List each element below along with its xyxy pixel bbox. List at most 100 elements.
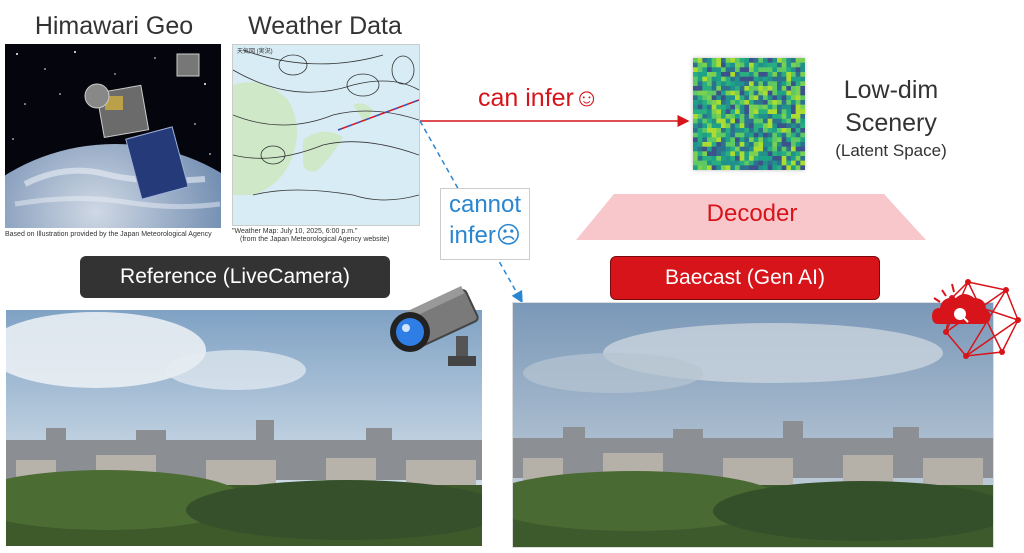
heatmap-cell [716,156,722,161]
heatmap-cell [786,123,792,129]
heatmap-cell [716,58,722,63]
heatmap-cell [763,165,768,170]
heatmap-cell [800,151,805,157]
heatmap-cell [772,151,778,157]
heatmap-cell [795,81,801,87]
heatmap-cell [786,142,792,147]
heatmap-cell [744,132,750,138]
heatmap-cell [753,128,759,133]
heatmap-cell [795,104,801,110]
heatmap-cell [758,118,764,124]
heatmap-cell [707,72,712,77]
heatmap-cell [702,128,708,133]
heatmap-cell [767,118,773,124]
heatmap-cell [730,118,736,124]
heatmap-cell [725,109,731,115]
heatmap-cell [702,81,708,87]
heatmap-cell [786,76,792,82]
heatmap-cell [735,123,740,129]
heatmap-cell [767,123,773,129]
heatmap-cell [749,109,754,115]
heatmap-cell [767,62,773,68]
heatmap-cell [781,100,787,105]
heatmap-cell [711,160,717,166]
heatmap-cell [791,160,796,166]
heatmap-cell [744,95,750,101]
heatmap-cell [711,156,717,161]
heatmap-cell [749,132,754,138]
weather-map: 天気図 (実況) [232,44,420,226]
heatmap-cell [702,132,708,138]
heatmap-cell [758,72,764,77]
heatmap-cell [772,90,778,96]
heatmap-cell [716,95,722,101]
heatmap-cell [721,132,726,138]
heatmap-cell [725,132,731,138]
heatmap-cell [800,160,805,166]
heatmap-cell [739,128,745,133]
heatmap-cell [772,142,778,147]
heatmap-cell [744,114,750,119]
heatmap-cell [716,104,722,110]
heatmap-cell [786,72,792,77]
heatmap-cell [721,123,726,129]
heatmap-cell [739,165,745,170]
heatmap-cell [781,86,787,91]
heatmap-cell [795,128,801,133]
heatmap-cell [730,72,736,77]
heatmap-cell [716,118,722,124]
cannot-infer-line1: cannot [448,191,522,218]
heatmap-cell [795,156,801,161]
heatmap-cell [786,165,792,170]
heatmap-cell [725,151,731,157]
weather-map-header: 天気図 (実況) [237,47,273,55]
heatmap-cell [725,160,731,166]
heatmap-cell [730,156,736,161]
heatmap-cell [758,104,764,110]
heatmap-cell [763,114,768,119]
heatmap-cell [772,109,778,115]
heatmap-cell [749,114,754,119]
heatmap-cell [693,90,698,96]
heatmap-cell [721,142,726,147]
heatmap-cell [721,100,726,105]
heatmap-cell [707,118,712,124]
heatmap-cell [693,146,698,152]
heatmap-cell [697,128,703,133]
heatmap-cell [711,165,717,170]
heatmap-cell [791,100,796,105]
heatmap-cell [791,137,796,143]
baecast-photo [512,302,994,548]
heatmap-cell [749,86,754,91]
heatmap-cell [725,62,731,68]
heatmap-cell [707,90,712,96]
heatmap-cell [749,142,754,147]
heatmap-cell [735,146,740,152]
heatmap-cell [739,72,745,77]
heatmap-cell [777,109,782,115]
heatmap-cell [707,137,712,143]
heatmap-cell [758,165,764,170]
heatmap-cell [744,128,750,133]
heatmap-cell [777,90,782,96]
heatmap-cell [702,58,708,63]
heatmap-cell [702,100,708,105]
heatmap-cell [693,118,698,124]
heatmap-cell [763,137,768,143]
heatmap-cell [786,118,792,124]
heatmap-cell [716,132,722,138]
heatmap-cell [777,86,782,91]
heatmap-cell [697,142,703,147]
heatmap-cell [767,90,773,96]
heatmap-cell [758,142,764,147]
heatmap-cell [744,165,750,170]
heatmap-cell [767,109,773,115]
heatmap-cell [716,114,722,119]
heatmap-cell [697,118,703,124]
heatmap-cell [744,67,750,73]
heatmap-cell [693,114,698,119]
heatmap-cell [795,76,801,82]
heatmap-cell [711,95,717,101]
can-infer-label: can infer☺ [478,84,600,112]
heatmap-cell [753,76,759,82]
